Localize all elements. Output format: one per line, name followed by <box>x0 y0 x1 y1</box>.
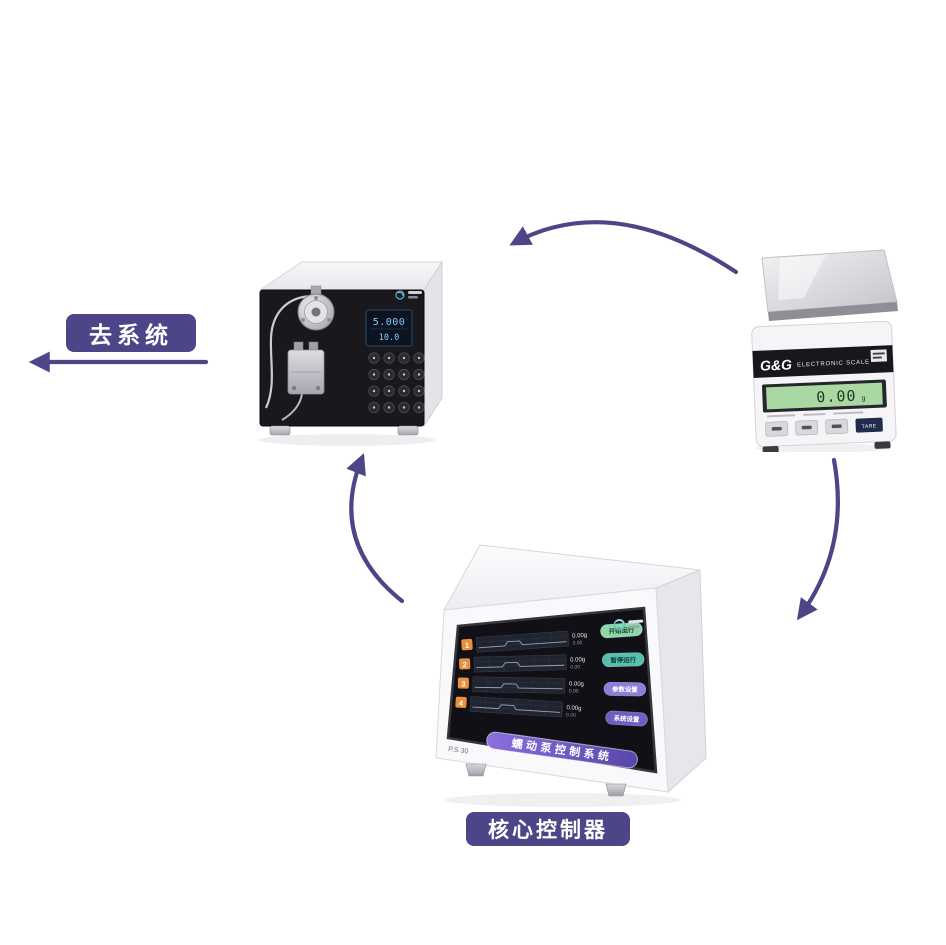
scale-display-unit: g <box>861 395 865 402</box>
channel-waveform-panel <box>469 696 564 718</box>
tare-key <box>855 417 883 433</box>
screen-button-system: 系统设置 <box>605 710 648 727</box>
pump-display: 5.000 10.0 <box>365 309 413 347</box>
pump-keypad-glyphs <box>372 356 421 409</box>
pump-device: 5.000 10.0 <box>258 260 443 446</box>
pump-foot-right <box>397 425 419 436</box>
controller-foot-left <box>465 763 487 777</box>
channel-subvalue: 0.00 <box>566 712 576 719</box>
pump-tubing <box>264 294 315 409</box>
unit-icon <box>801 425 812 430</box>
controller-model: P.S 30 <box>448 746 469 755</box>
controller-foot-right <box>605 783 627 797</box>
scale-info-line <box>767 414 796 418</box>
tare-key-label: TARE <box>862 423 877 430</box>
channel-waveform-panel <box>475 630 570 653</box>
pump-tubing-outlet <box>281 393 303 421</box>
pump-display-line1: 5.000 <box>373 317 406 328</box>
channel-number: 2 <box>462 660 466 669</box>
channel-badge <box>455 696 467 709</box>
pump-head <box>297 285 335 331</box>
label-core-controller: 核心控制器 <box>466 812 630 846</box>
channel-number: 4 <box>459 699 465 708</box>
waveform-line <box>474 683 563 690</box>
pump-side-face <box>423 260 443 428</box>
pump-foot-left <box>269 425 291 436</box>
pump-shadow <box>259 434 435 446</box>
waveform-line <box>476 662 565 669</box>
arrow-scale-to-controller <box>796 457 840 621</box>
pump-display-line2: 10.0 <box>379 333 399 343</box>
waveform-line <box>472 704 561 713</box>
pump-valve-block <box>287 341 325 395</box>
svg-text:参数设置: 参数设置 <box>612 684 638 693</box>
channel-value: 0.00g <box>569 681 584 687</box>
channel-badge <box>461 638 473 651</box>
pump-brand-logo-icon <box>395 290 422 300</box>
channel-waveform-panel <box>472 676 566 694</box>
controller-brand-logo-icon <box>613 618 644 631</box>
svg-text:开始运行: 开始运行 <box>608 625 635 636</box>
scale-keys: TARE <box>765 417 883 437</box>
scale-brand: G&G <box>760 356 793 373</box>
pump-top-face <box>258 261 443 291</box>
channel-waveform-panel <box>473 654 567 673</box>
channel-number: 3 <box>461 679 465 688</box>
channel-value: 0.00g <box>566 705 581 712</box>
screen-button-pause: 暂停运行 <box>601 652 645 668</box>
screen-button-start: 开始运行 <box>600 622 643 639</box>
svg-text:暂停运行: 暂停运行 <box>610 655 636 665</box>
channel-badge <box>459 658 471 670</box>
arrow-scale-to-pump <box>509 220 739 275</box>
channel-subvalue: 0.00 <box>572 640 582 647</box>
scale-brand-band <box>752 345 894 378</box>
scale-model-chip-line <box>872 352 885 355</box>
channel-number: 1 <box>465 641 470 650</box>
scale-model-chip-line2 <box>872 356 882 359</box>
cal-icon <box>831 424 842 429</box>
controller-channel-row-3: 3 0.00g 0.00 <box>457 676 584 695</box>
channel-subvalue: 0.00 <box>569 688 579 694</box>
svg-text:系统设置: 系统设置 <box>614 713 641 724</box>
scale-body: G&G ELECTRONIC SCALE 0.00 g TARE <box>751 320 897 452</box>
scale-foot-right <box>874 441 891 449</box>
power-icon <box>771 426 782 431</box>
weighing-pan-highlight <box>778 255 826 300</box>
scale-info-line3 <box>833 411 864 415</box>
channel-subvalue: 0.00 <box>570 664 580 670</box>
label-to-system: 去系统 <box>66 314 196 352</box>
scale-foot-left <box>762 446 779 452</box>
controller-device: 1 0.00g 0.00 2 0.00g 0.00 3 0.00g 0.00 <box>435 544 707 807</box>
controller-shadow <box>445 793 681 807</box>
channel-value: 0.00g <box>570 657 585 663</box>
arrow-controller-to-pump <box>346 453 405 604</box>
scale-brand-subtitle: ELECTRONIC SCALE <box>797 360 870 369</box>
scale-device: G&G ELECTRONIC SCALE 0.00 g TARE <box>751 249 898 452</box>
channel-badge <box>457 677 469 689</box>
screen-button-params: 参数设置 <box>603 681 647 697</box>
scale-display-value: 0.00 <box>816 387 857 407</box>
controller-channel-row-4: 4 0.00g 0.00 <box>455 696 582 719</box>
controller-channel-row-2: 2 0.00g 0.00 <box>459 654 585 673</box>
scale-model-chip <box>870 349 888 363</box>
controller-channel-row-1: 1 0.00g 0.00 <box>461 630 587 653</box>
weighing-pan-edge <box>768 302 898 321</box>
scale-lcd <box>766 382 883 410</box>
scale-info-line2 <box>803 412 826 416</box>
channel-value: 0.00g <box>572 633 587 640</box>
waveform-line <box>478 640 567 649</box>
